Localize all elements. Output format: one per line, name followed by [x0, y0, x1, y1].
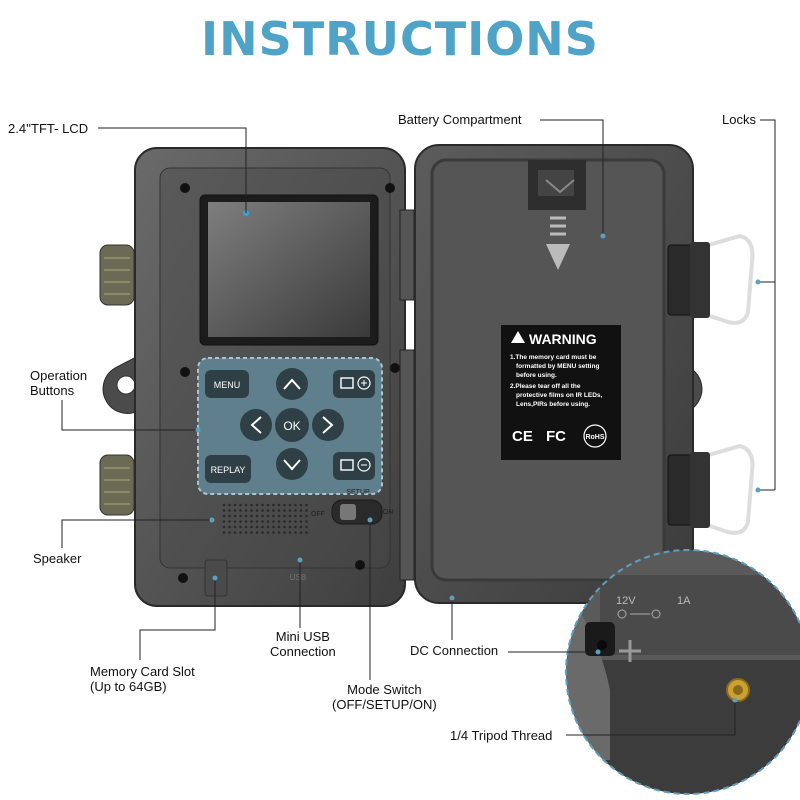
- label-mode-line-1: Mode Switch: [347, 682, 422, 697]
- camera-icon: [340, 377, 354, 389]
- label-locks: Locks: [722, 112, 756, 127]
- menu-button[interactable]: MENU: [205, 370, 249, 398]
- ok-button[interactable]: OK: [275, 408, 309, 442]
- label-operation-buttons: Operation Buttons: [30, 368, 87, 398]
- leader-lines: [61, 119, 776, 736]
- label-speaker: Speaker: [33, 551, 82, 566]
- label-usb-line-2: Connection: [270, 644, 336, 659]
- ok-button-label: OK: [283, 419, 300, 433]
- warning-line-5: protective films on IR LEDs,: [516, 392, 603, 399]
- label-memory-line-2: (Up to 64GB): [90, 679, 167, 694]
- arrow-left-icon: [250, 416, 262, 434]
- video-minus-button[interactable]: [333, 452, 375, 480]
- down-button[interactable]: [276, 448, 308, 480]
- warning-label: [501, 325, 621, 460]
- warning-line-3: before using.: [516, 372, 557, 379]
- fcc-mark: FC: [546, 428, 566, 445]
- usb-port-label: USB: [290, 573, 306, 582]
- rohs-mark: RoHS: [585, 434, 604, 441]
- ce-mark: CE: [512, 428, 533, 445]
- minus-icon: [357, 458, 371, 472]
- right-button[interactable]: [312, 409, 344, 441]
- page-title: INSTRUCTIONS: [201, 12, 599, 66]
- plus-icon: [357, 376, 371, 390]
- label-lcd: 2.4''TFT- LCD: [8, 121, 89, 136]
- replay-button-label: REPLAY: [211, 465, 246, 475]
- speaker-grille: [222, 503, 308, 534]
- label-dc-connection: DC Connection: [410, 643, 499, 658]
- warning-line-1: 1.The memory card must be: [510, 354, 597, 361]
- camera-front-panel: MENU REPLAY: [99, 147, 406, 607]
- lcd-screen: [208, 202, 370, 337]
- label-memory-card-slot: Memory Card Slot (Up to 64GB): [90, 664, 195, 694]
- label-mode-switch: Mode Switch (OFF/SETUP/ON): [332, 682, 437, 712]
- dc-port: [585, 622, 615, 656]
- arrow-down-icon: [283, 459, 301, 471]
- up-button[interactable]: [276, 368, 308, 400]
- left-button[interactable]: [240, 409, 272, 441]
- label-tripod-thread: 1/4 Tripod Thread: [450, 728, 553, 743]
- switch-on-label: ON: [383, 509, 394, 516]
- replay-button[interactable]: REPLAY: [205, 455, 251, 483]
- label-mini-usb: Mini USB Connection: [270, 629, 336, 659]
- mode-switch[interactable]: [331, 499, 383, 525]
- dc-current-label: 1A: [677, 595, 691, 607]
- label-operation-line-2: Buttons: [30, 383, 75, 398]
- warning-heading: WARNING: [529, 331, 597, 347]
- lock-top[interactable]: [667, 233, 755, 325]
- video-icon: [340, 459, 354, 471]
- warning-line-6: Lens,PIRs before using.: [516, 401, 590, 408]
- arrow-up-icon: [283, 378, 301, 390]
- switch-off-label: OFF: [311, 511, 325, 518]
- switch-setup-label: SETUP: [346, 489, 370, 496]
- hinge: [399, 209, 415, 581]
- photo-plus-button[interactable]: [333, 370, 375, 398]
- label-mode-line-2: (OFF/SETUP/ON): [332, 697, 437, 712]
- label-battery-compartment: Battery Compartment: [398, 112, 522, 127]
- warning-line-4: 2.Please tear off all the: [510, 383, 581, 390]
- menu-button-label: MENU: [214, 380, 241, 390]
- lock-bottom[interactable]: [667, 443, 755, 535]
- label-memory-line-1: Memory Card Slot: [90, 664, 195, 679]
- label-operation-line-1: Operation: [30, 368, 88, 383]
- warning-line-2: formatted by MENU setting: [516, 363, 599, 370]
- label-usb-line-1: Mini USB: [275, 629, 330, 644]
- camera-door-panel: WARNING 1.The memory card must be format…: [414, 144, 755, 604]
- dc-voltage-label: 12V: [616, 595, 636, 607]
- arrow-right-icon: [322, 416, 334, 434]
